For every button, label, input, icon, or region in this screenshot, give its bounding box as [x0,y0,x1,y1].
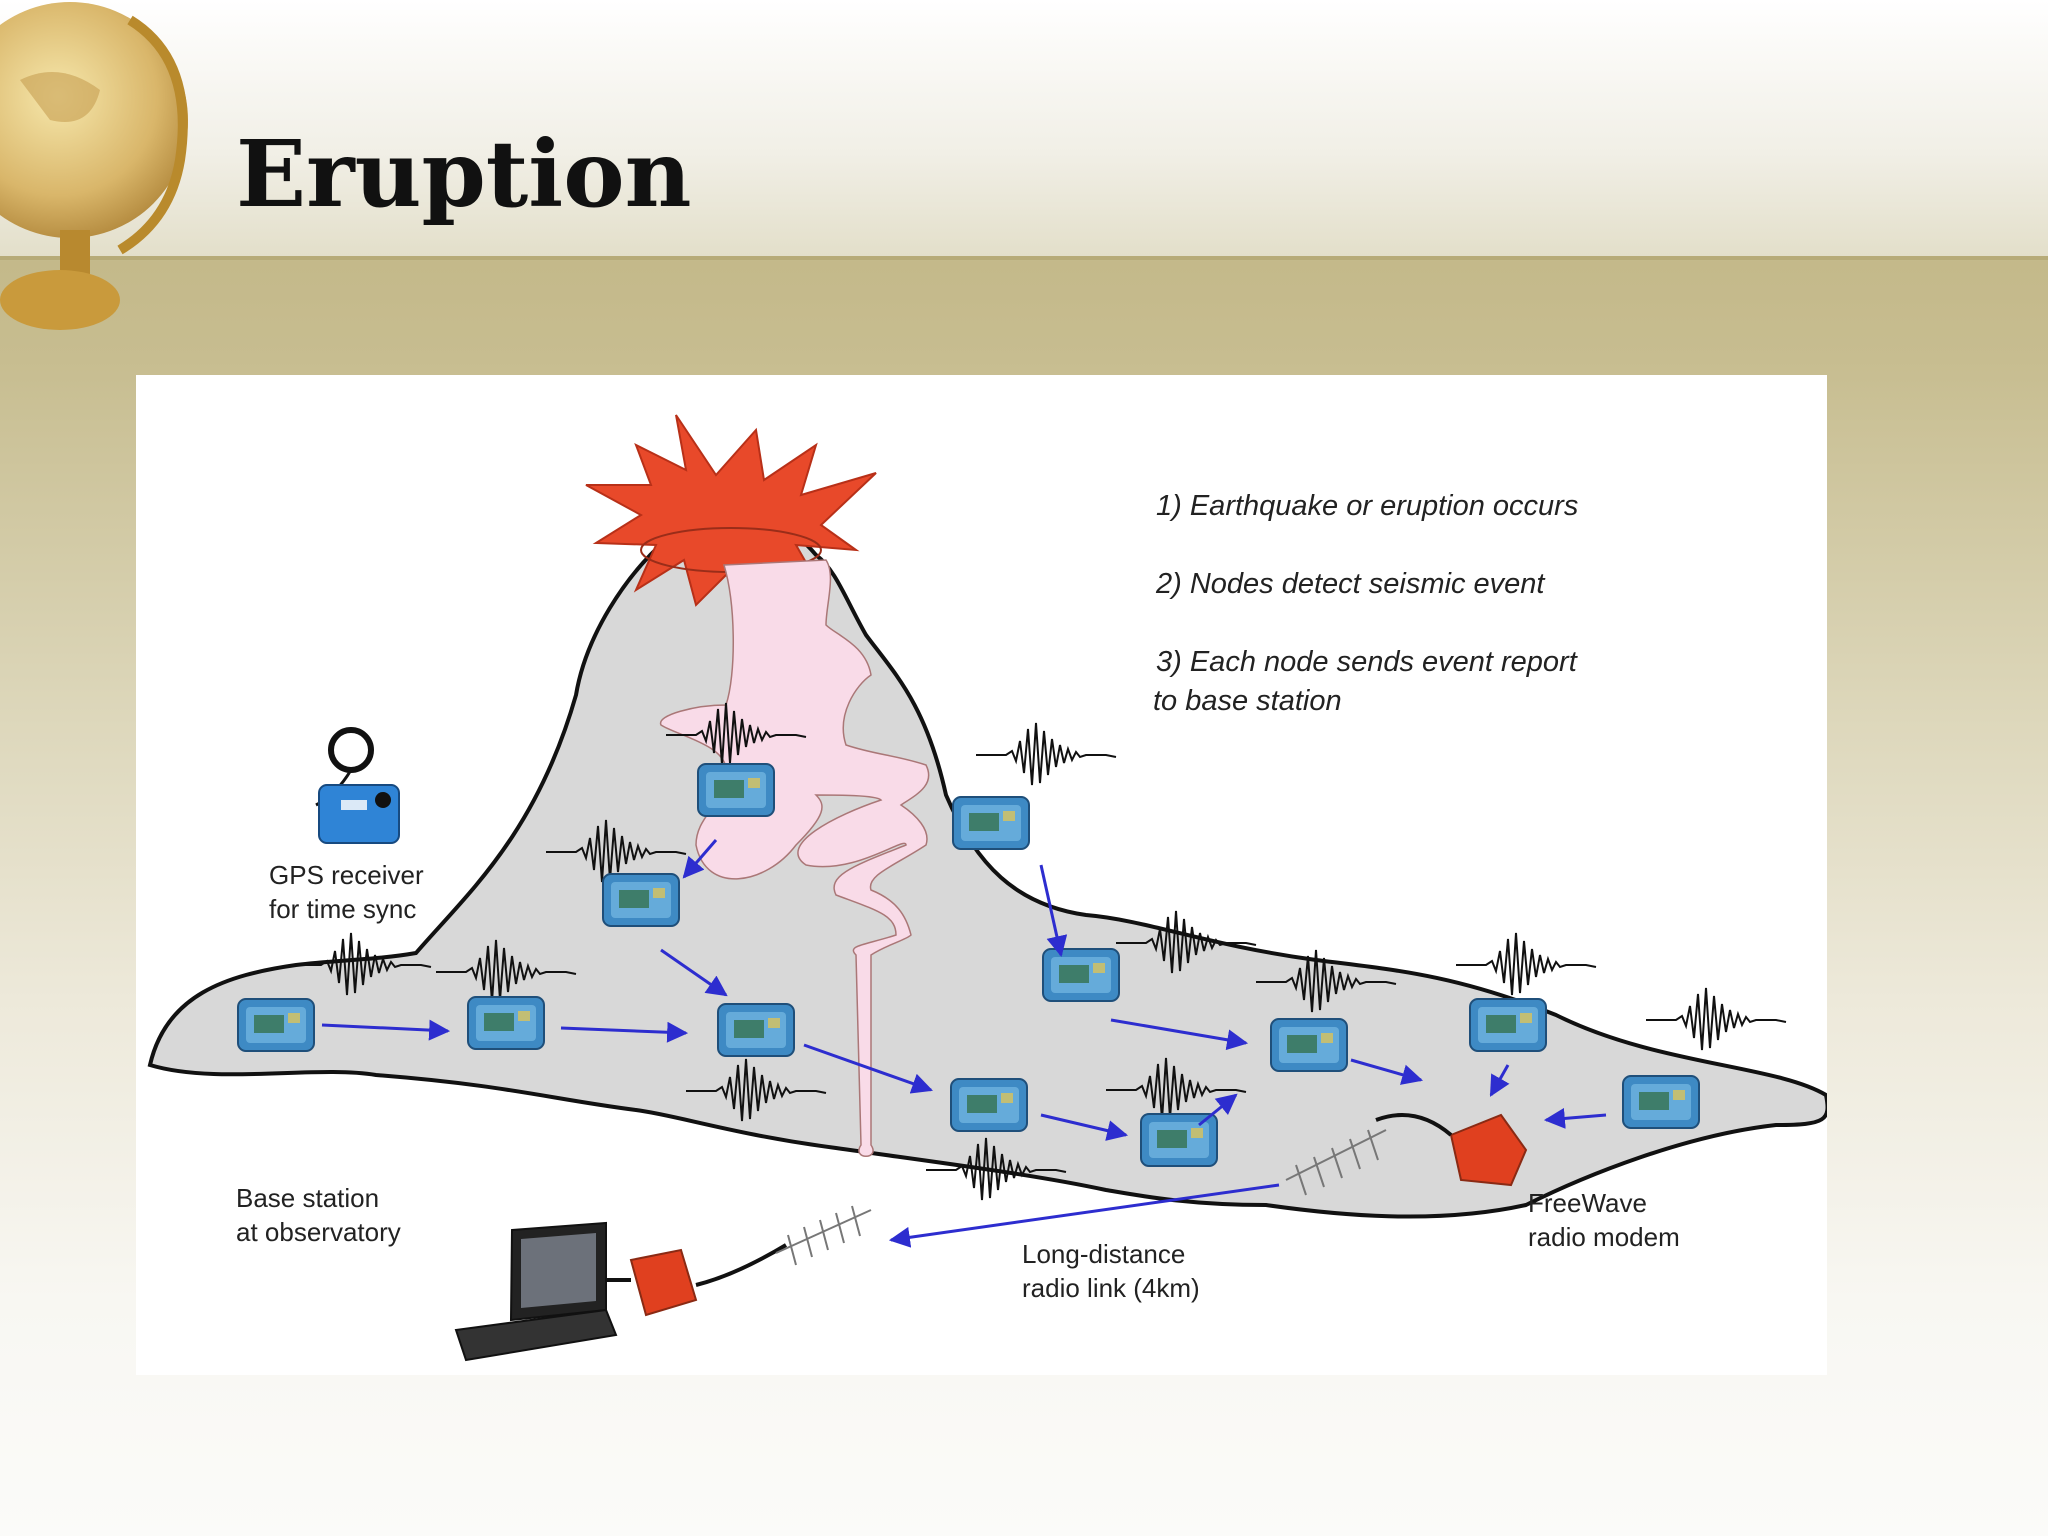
seismic-wave [975,722,1117,786]
sensor-node-icon [952,796,1030,850]
yagi-antenna-icon [775,1205,872,1266]
gps-label-line-1: GPS receiver [269,860,424,890]
sensor-node-icon [1140,1113,1218,1167]
base-station-label-line-1: Base station [236,1183,379,1213]
data-flow-arrows [321,839,1607,1248]
sensor-node-icon [237,998,315,1052]
radio-modem-icon [606,1243,788,1317]
sensor-node-icon [1622,1075,1700,1129]
radio-modem-icon [1375,1113,1528,1187]
step-3-text-line-1: 3) Each node sends event report [1156,646,1579,678]
radio-link-label-line-2: radio link (4km) [1022,1273,1200,1303]
volcano-network-diagram: 1) Earthquake or eruption occurs 2) Node… [136,375,1827,1375]
sensor-node-icon [467,996,545,1050]
sensor-node-icon [1270,1018,1348,1072]
gps-receiver-icon [315,727,400,844]
sensor-node-icon [1042,948,1120,1002]
radio-link-label-line-1: Long-distance [1022,1239,1185,1269]
modem-label-line-2: radio modem [1528,1222,1680,1252]
slide-title: Eruption [236,120,692,228]
seismic-wave [1455,932,1597,996]
globe-icon [0,2,188,330]
step-2-text: 2) Nodes detect seismic event [1155,568,1546,600]
sensor-node-icon [717,1003,795,1057]
laptop-icon [454,1221,618,1362]
base-station-label-line-2: at observatory [236,1217,401,1247]
sensor-node-icon [950,1078,1028,1132]
sensor-node-icon [697,763,775,817]
sensor-node-icon [602,873,680,927]
seismic-wave [1645,987,1787,1051]
title-bar [0,0,2048,260]
yagi-antenna-icon [1285,1129,1387,1196]
gps-label-line-2: for time sync [269,894,416,924]
modem-label-line-1: FreeWave [1528,1188,1647,1218]
step-1-text: 1) Earthquake or eruption occurs [1156,490,1578,522]
step-3-text-line-2: to base station [1153,685,1342,717]
sensor-node-icon [1469,998,1547,1052]
